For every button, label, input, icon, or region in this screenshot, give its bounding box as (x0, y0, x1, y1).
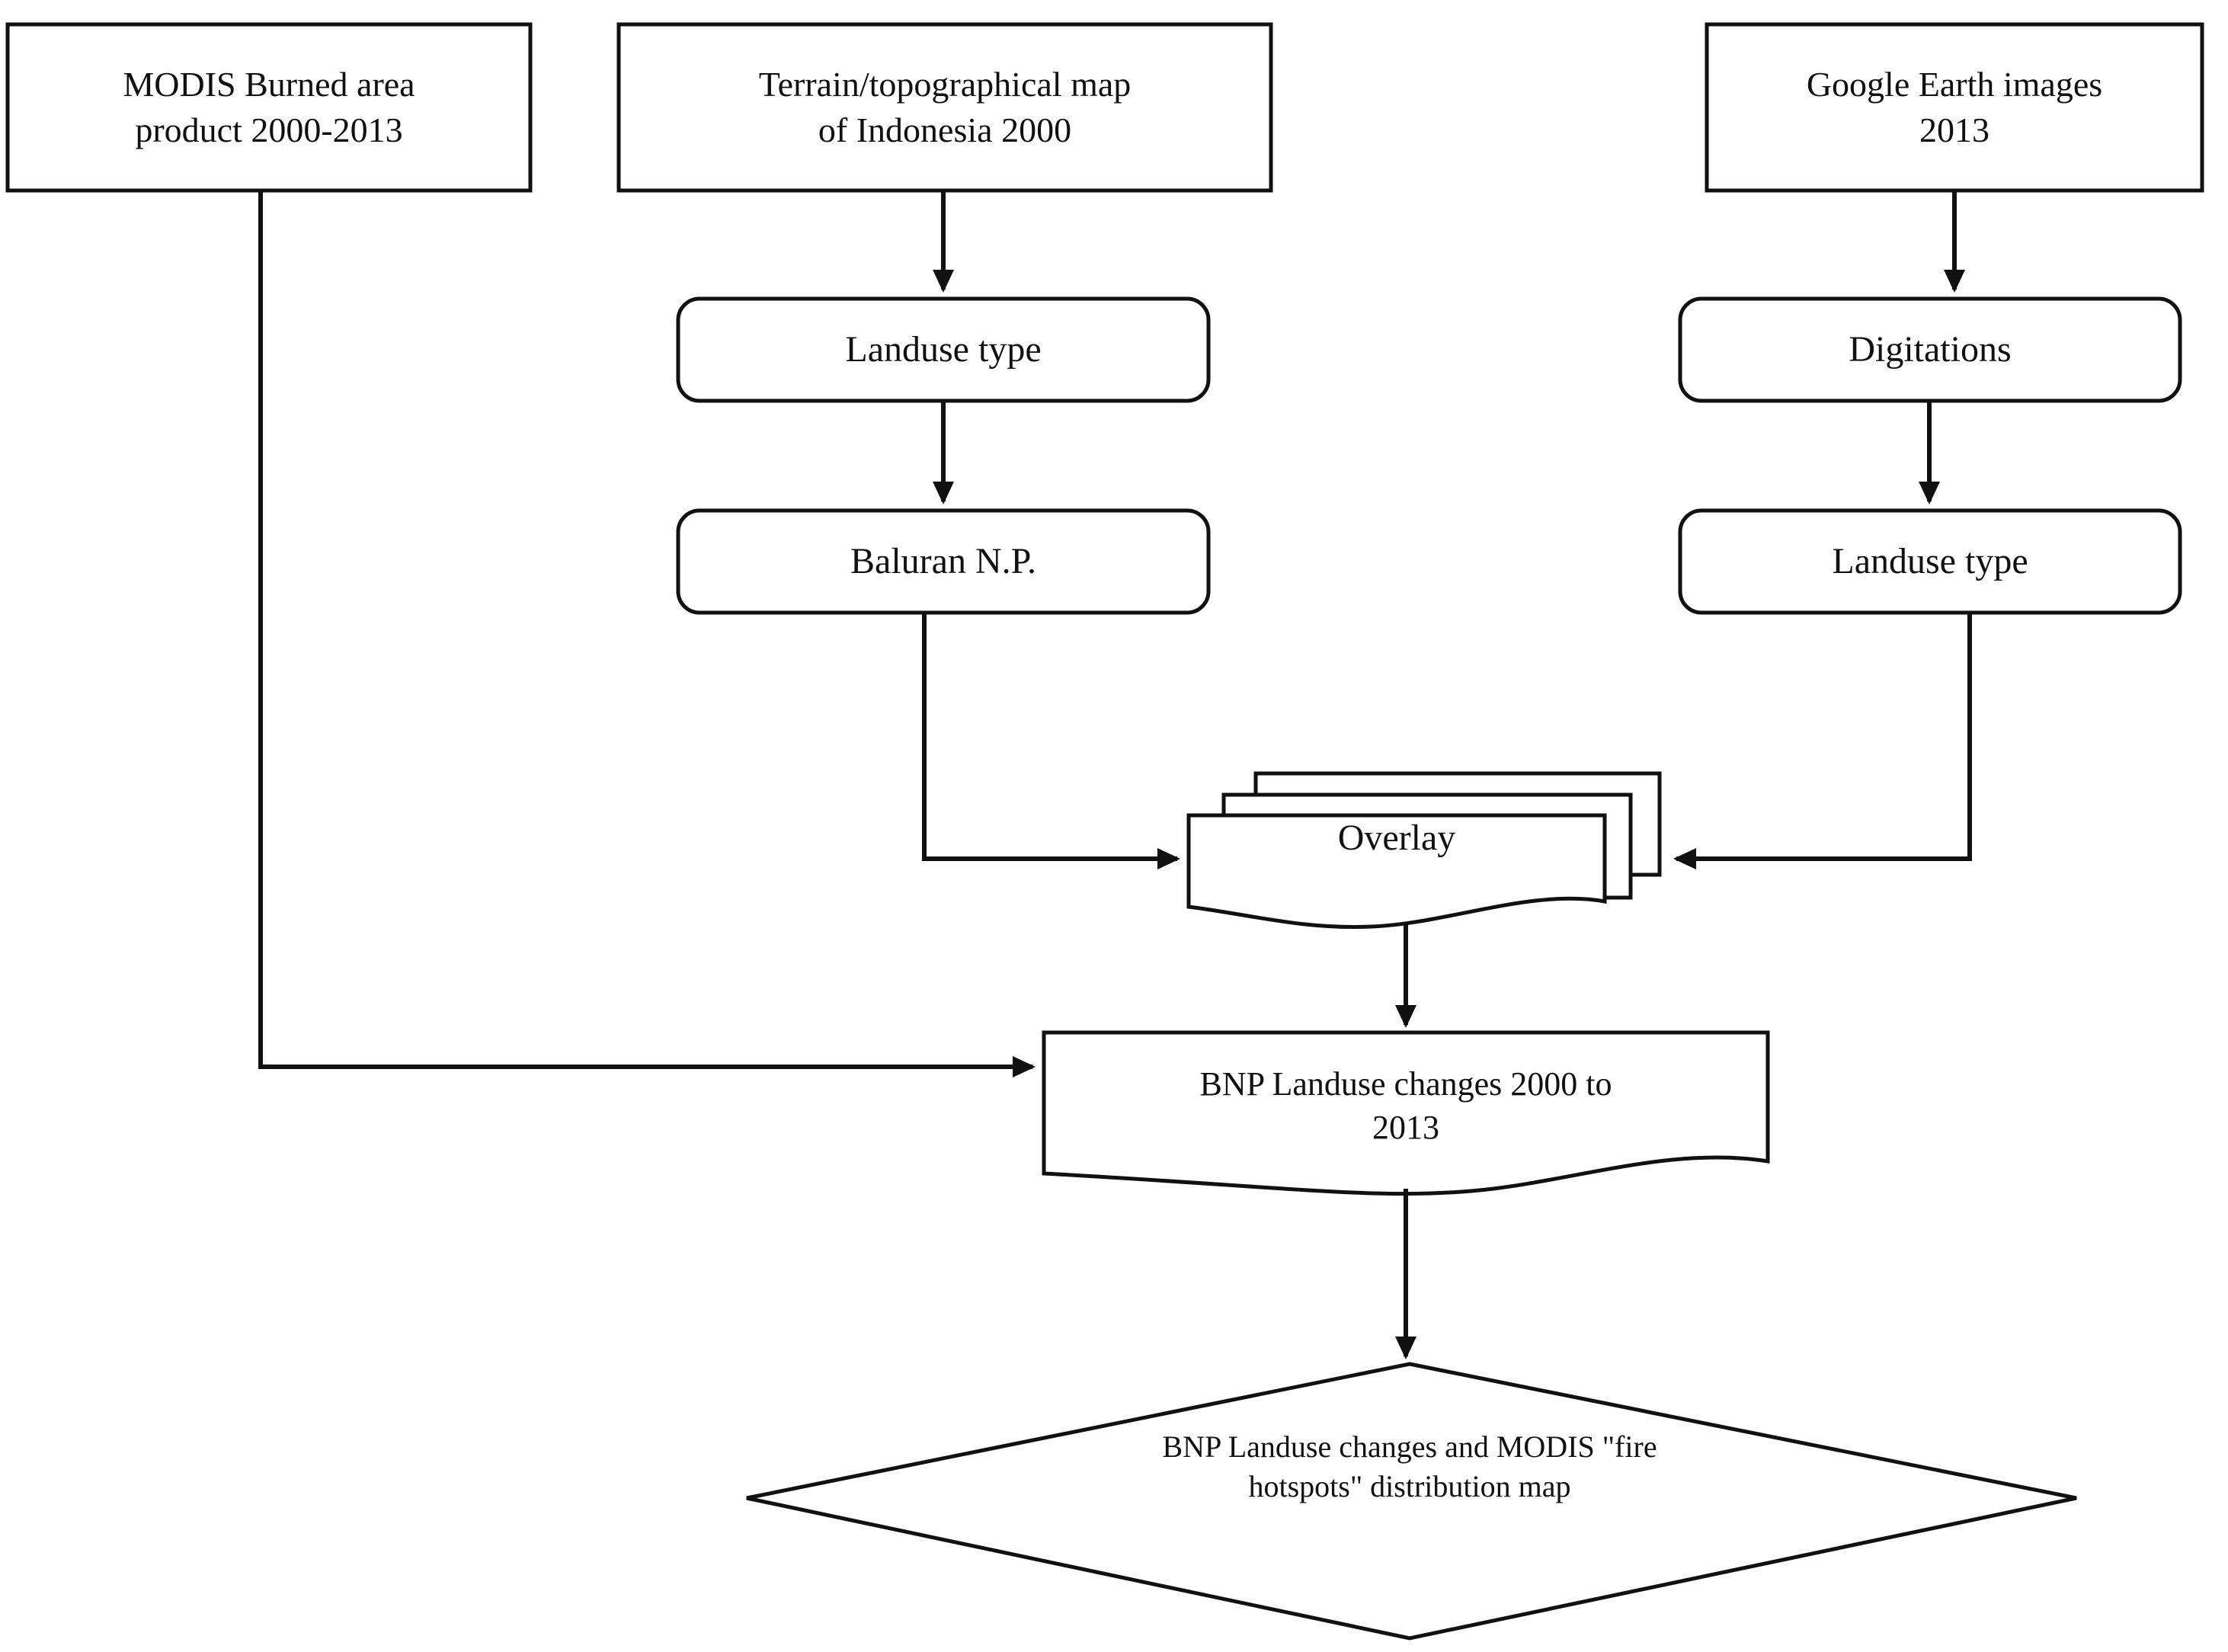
node-modis-shape (5, 22, 533, 193)
node-landuse-right-shape (1678, 508, 2182, 615)
edge-modis-to-bnp-changes (258, 190, 1036, 1077)
node-terrain-shape (616, 22, 1273, 193)
node-output-map-shape (746, 1362, 2077, 1641)
node-bnp-changes-shape (1042, 1030, 1770, 1196)
edge-baluran-to-overlay (922, 613, 1180, 869)
node-digitations-shape (1678, 296, 2182, 403)
node-landuse-left-shape (676, 296, 1211, 403)
node-google-earth-shape (1705, 22, 2204, 193)
edge-landuse-right-to-overlay (1673, 613, 1972, 869)
node-overlay-shape-front (1186, 813, 1607, 929)
node-baluran-shape (676, 508, 1211, 615)
